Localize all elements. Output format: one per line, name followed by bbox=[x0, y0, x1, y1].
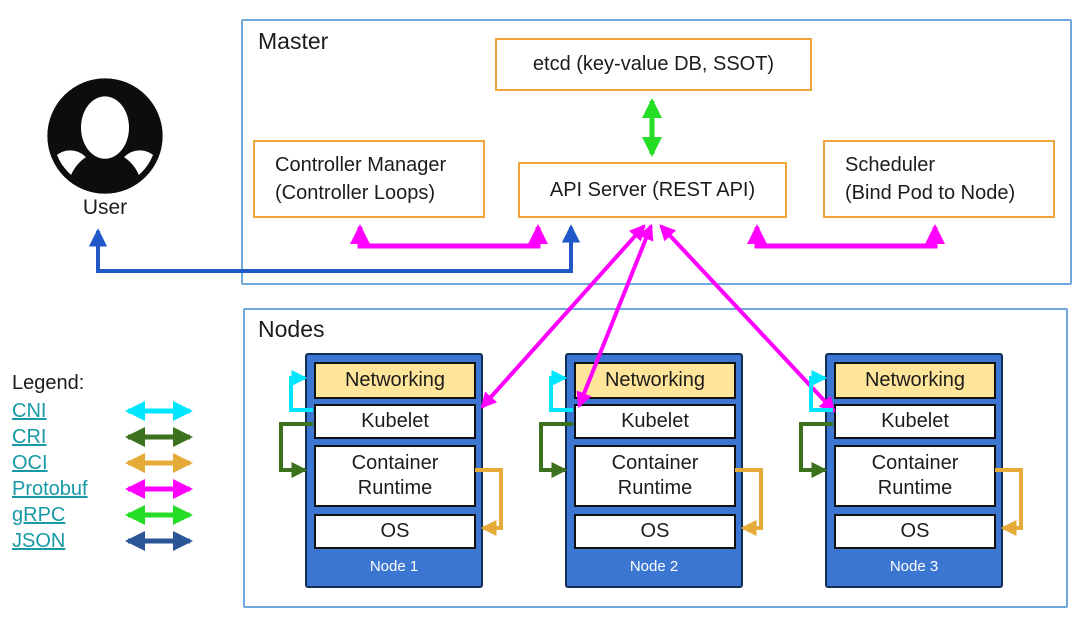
networking-label: Networking bbox=[344, 369, 446, 391]
node-name: Node 2 bbox=[629, 558, 679, 575]
legend-item-protobuf: Protobuf bbox=[12, 476, 206, 502]
controller-manager-label: Controller Manager (Controller Loops) bbox=[275, 153, 447, 204]
os-box: OS bbox=[574, 514, 736, 549]
container-runtime-label: Container Runtime bbox=[871, 452, 959, 499]
legend: Legend: CNI CRI OCI Protobuf gRPC bbox=[12, 372, 206, 554]
protobuf-link[interactable]: Protobuf bbox=[12, 477, 88, 500]
os-label: OS bbox=[640, 520, 670, 542]
kubelet-label: Kubelet bbox=[621, 410, 689, 432]
networking-label: Networking bbox=[604, 369, 706, 391]
cni-arrow bbox=[125, 401, 193, 421]
node-name: Node 3 bbox=[889, 558, 939, 575]
api-server-box: API Server (REST API) bbox=[518, 162, 787, 218]
controller-manager-box: Controller Manager (Controller Loops) bbox=[253, 140, 485, 218]
container-runtime-box: Container Runtime bbox=[834, 445, 996, 507]
protobuf-arrow bbox=[125, 479, 193, 499]
node-1: Networking Kubelet Container Runtime OS … bbox=[305, 353, 483, 588]
networking-box: Networking bbox=[574, 362, 736, 399]
kubelet-label: Kubelet bbox=[361, 410, 429, 432]
kubelet-box: Kubelet bbox=[834, 404, 996, 439]
scheduler-box: Scheduler (Bind Pod to Node) bbox=[823, 140, 1055, 218]
legend-item-cri: CRI bbox=[12, 424, 206, 450]
cri-link[interactable]: CRI bbox=[12, 425, 47, 448]
master-title: Master bbox=[258, 28, 329, 54]
os-box: OS bbox=[834, 514, 996, 549]
nodes-title: Nodes bbox=[258, 316, 325, 342]
user-label: User bbox=[82, 196, 128, 219]
legend-item-json: JSON bbox=[12, 528, 206, 554]
kubelet-box: Kubelet bbox=[574, 404, 736, 439]
cni-link[interactable]: CNI bbox=[12, 399, 47, 422]
json-arrow bbox=[125, 531, 193, 551]
node-2: Networking Kubelet Container Runtime OS … bbox=[565, 353, 743, 588]
legend-item-cni: CNI bbox=[12, 398, 206, 424]
etcd-label: etcd (key-value DB, SSOT) bbox=[532, 53, 775, 75]
networking-box: Networking bbox=[314, 362, 476, 399]
container-runtime-box: Container Runtime bbox=[314, 445, 476, 507]
oci-link[interactable]: OCI bbox=[12, 451, 48, 474]
node-name: Node 1 bbox=[369, 558, 419, 575]
legend-item-grpc: gRPC bbox=[12, 502, 206, 528]
grpc-link[interactable]: gRPC bbox=[12, 503, 66, 526]
kubelet-box: Kubelet bbox=[314, 404, 476, 439]
api-server-label: API Server (REST API) bbox=[549, 178, 756, 201]
etcd-box: etcd (key-value DB, SSOT) bbox=[495, 38, 812, 91]
os-box: OS bbox=[314, 514, 476, 549]
json-link[interactable]: JSON bbox=[12, 529, 66, 552]
legend-title: Legend: bbox=[12, 372, 85, 394]
legend-item-oci: OCI bbox=[12, 450, 206, 476]
cri-arrow bbox=[125, 427, 193, 447]
container-runtime-box: Container Runtime bbox=[574, 445, 736, 507]
networking-label: Networking bbox=[864, 369, 966, 391]
node-3: Networking Kubelet Container Runtime OS … bbox=[825, 353, 1003, 588]
kubelet-label: Kubelet bbox=[881, 410, 949, 432]
scheduler-label: Scheduler (Bind Pod to Node) bbox=[845, 153, 1016, 204]
container-runtime-label: Container Runtime bbox=[351, 452, 439, 499]
os-label: OS bbox=[900, 520, 930, 542]
grpc-arrow bbox=[125, 505, 193, 525]
user-icon bbox=[47, 78, 163, 194]
oci-arrow bbox=[125, 453, 193, 473]
os-label: OS bbox=[380, 520, 410, 542]
master-group-box bbox=[241, 19, 1072, 285]
nodes-group-box bbox=[243, 308, 1068, 608]
networking-box: Networking bbox=[834, 362, 996, 399]
container-runtime-label: Container Runtime bbox=[611, 452, 699, 499]
